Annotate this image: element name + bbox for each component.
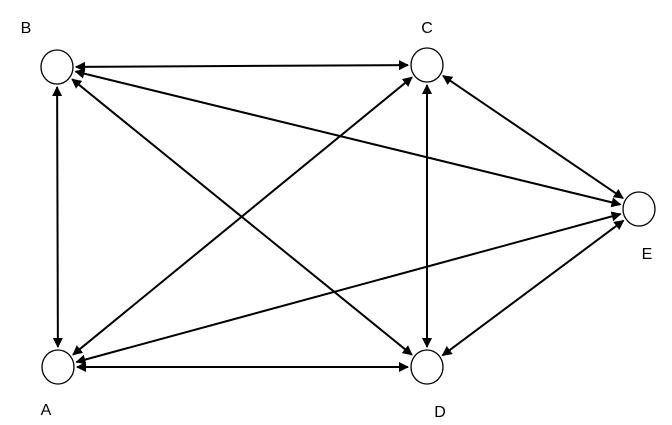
node-circle-c [410, 47, 444, 83]
node-e: E [622, 191, 656, 263]
node-d: D [410, 349, 446, 421]
node-label-d: D [434, 404, 446, 421]
edge-b-e [74, 68, 622, 208]
edge-b-a [52, 86, 63, 348]
edge-b-c [75, 60, 409, 72]
node-label-a: A [41, 402, 52, 419]
nodes-layer: A B C D E [21, 20, 656, 421]
node-label-e: E [642, 246, 653, 263]
node-label-c: C [421, 20, 433, 37]
node-b: B [21, 20, 74, 85]
node-c: C [410, 20, 444, 83]
node-circle-a [41, 349, 75, 385]
node-circle-d [410, 349, 444, 385]
edge-d-e [441, 219, 625, 357]
edge-a-e [75, 211, 622, 365]
node-a: A [41, 349, 75, 419]
node-circle-e [622, 191, 656, 227]
edges-layer [52, 60, 625, 372]
edge-c-e [442, 74, 624, 200]
node-circle-b [40, 49, 74, 85]
node-label-b: B [21, 20, 32, 37]
